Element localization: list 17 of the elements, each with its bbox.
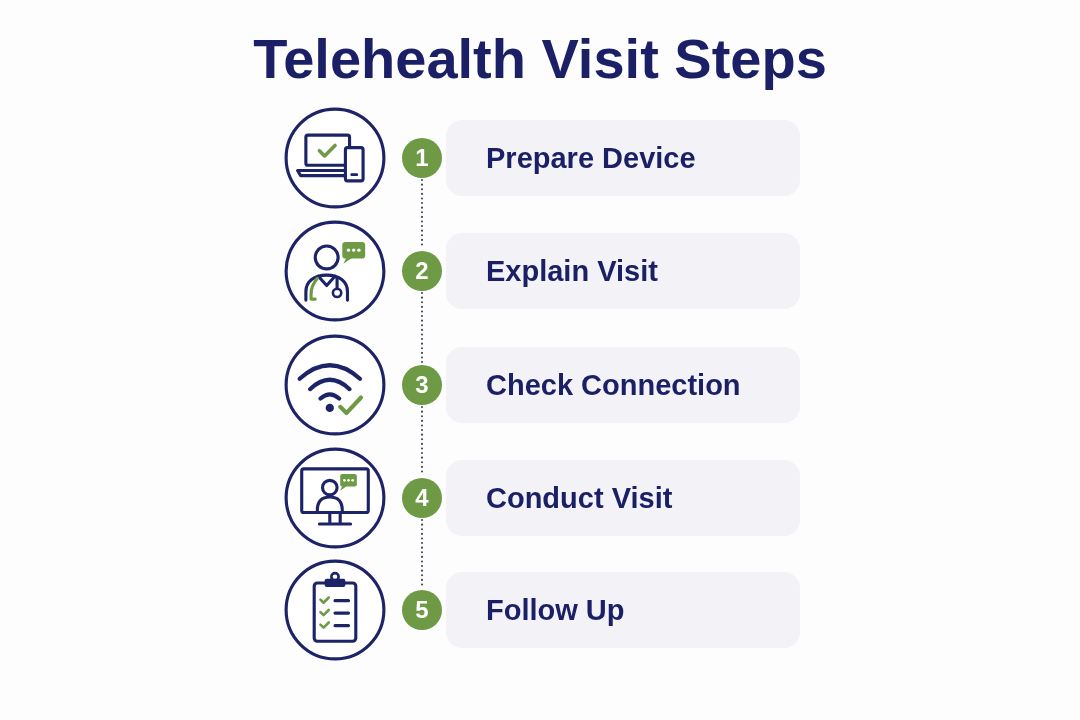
- step-title: Conduct Visit: [446, 460, 800, 536]
- step-number: 3: [402, 365, 442, 405]
- dotted-connector: [421, 292, 423, 364]
- wifi-with-check-icon: [283, 333, 387, 437]
- clipboard-checklist-icon: [283, 558, 387, 662]
- step-number: 1: [402, 138, 442, 178]
- step-number: 4: [402, 478, 442, 518]
- video-call-monitor-icon: [283, 446, 387, 550]
- title: Telehealth Visit Steps: [252, 26, 828, 92]
- step-title: Follow Up: [446, 572, 800, 648]
- step-title: Explain Visit: [446, 233, 800, 309]
- laptop-and-phone-icon: [283, 106, 387, 210]
- step-title: Prepare Device: [446, 120, 800, 196]
- step-number: 2: [402, 251, 442, 291]
- step-number: 5: [402, 590, 442, 630]
- step-title: Check Connection: [446, 347, 800, 423]
- doctor-with-speech-bubble-icon: [283, 219, 387, 323]
